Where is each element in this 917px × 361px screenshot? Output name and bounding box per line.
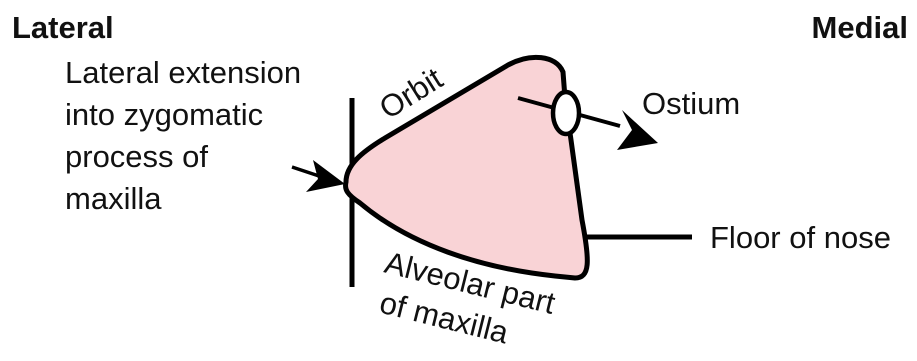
lateral-extension-label-line-2: into zygomatic xyxy=(65,97,263,132)
lateral-extension-label-line-4: maxilla xyxy=(65,181,162,216)
lateral-extension-label-line-1: Lateral extension xyxy=(65,55,301,90)
floor-of-nose-label: Floor of nose xyxy=(710,220,891,255)
lateral-orientation-label: Lateral xyxy=(12,10,114,45)
ostium-label: Ostium xyxy=(642,86,740,121)
lateral-extension-arrowhead xyxy=(306,160,345,192)
medial-orientation-label: Medial xyxy=(812,10,908,45)
lateral-extension-label-line-3: process of xyxy=(65,139,208,174)
ostium-opening xyxy=(553,92,579,134)
